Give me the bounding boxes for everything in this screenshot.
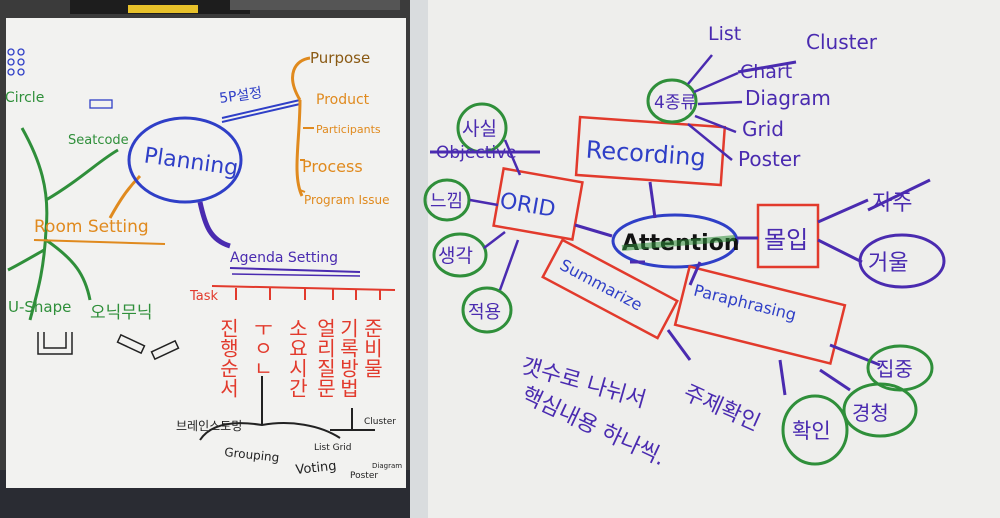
cluster-small-label: Cluster [364, 417, 396, 427]
thought-circle [432, 232, 488, 278]
four-types-circle [646, 78, 698, 124]
apply-label: 적용 [468, 302, 501, 323]
planning-bubble [127, 116, 243, 204]
crossed-chart-label: Chart [740, 61, 792, 83]
circle-seating-icon [7, 48, 25, 76]
five-p-item-program-issue: Program Issue [304, 193, 389, 207]
grouping-label: Grouping [224, 445, 280, 465]
focus-label: 집중 [876, 357, 913, 381]
four-types-label: 4종류 [654, 93, 696, 113]
classroom-table-icon [116, 333, 180, 361]
agenda-col-1: 진행순서 [216, 318, 240, 398]
ondul-label: 오닉무닉 [90, 303, 153, 323]
fact-label: 사실 [462, 118, 497, 140]
recording-item-grid: Grid [742, 117, 784, 141]
agenda-setting-label: Agenda Setting [230, 250, 338, 266]
five-p-label: 5P설정 [218, 85, 263, 107]
left-flipchart: Circle Seatcode Room Setting Planning 5P… [5, 18, 406, 488]
orid-box [492, 167, 584, 241]
u-shape-table-icon [37, 332, 73, 355]
agenda-col-3: 소요시간 [285, 318, 309, 398]
recording-item-list: List [708, 23, 741, 45]
agenda-col-2: ㅜㅇㄴ [250, 318, 274, 378]
thought-label: 생각 [438, 245, 473, 267]
five-p-item-purpose: Purpose [310, 49, 370, 67]
attention-bubble [611, 213, 739, 269]
listen-label: 경청 [852, 401, 889, 425]
agenda-col-6: 준비물 [360, 318, 384, 378]
five-p-item-participants: Participants [316, 123, 381, 136]
agenda-col-4: 얼리질문 [313, 318, 337, 398]
brainstorming-label: 브레인스토밍 [176, 419, 242, 433]
poster-small-label: Poster [350, 471, 378, 481]
five-p-item-product: Product [316, 92, 370, 108]
mirror-bubble [858, 233, 946, 289]
mirror-label: 거울 [868, 251, 908, 276]
task-label: Task [189, 289, 219, 304]
five-p-item-process: Process [302, 157, 363, 176]
recording-item-poster: Poster [738, 147, 801, 171]
list-grid-label: List Grid [314, 443, 351, 453]
immersion-box [756, 203, 820, 269]
feeling-circle [423, 178, 471, 222]
right-flipchart: Attention Recording 4종류 List Chart Clust… [423, 0, 1000, 518]
confirm-label: 확인 [792, 419, 831, 443]
paraphrasing-box [673, 265, 847, 365]
recording-box [574, 115, 727, 187]
seat-table-icon [89, 99, 113, 109]
recording-item-diagram: Diagram [745, 86, 831, 110]
seatcode-label: Seatcode [68, 133, 129, 148]
listen-circle [842, 382, 918, 438]
feeling-label: 느낌 [430, 191, 463, 212]
circle-label: Circle [5, 90, 44, 106]
u-shape-label: U-Shape [8, 298, 71, 316]
immersion-label: 몰입 [764, 226, 808, 254]
apply-circle [461, 286, 513, 334]
summarize-box [541, 238, 679, 340]
confirm-circle [781, 394, 849, 466]
agenda-col-5: 기록방법 [336, 318, 360, 398]
room-setting-label: Room Setting [34, 217, 149, 237]
diagram-small-label: Diagram [372, 462, 402, 470]
recording-item-cluster: Cluster [806, 30, 878, 54]
voting-label: Voting [295, 459, 337, 478]
